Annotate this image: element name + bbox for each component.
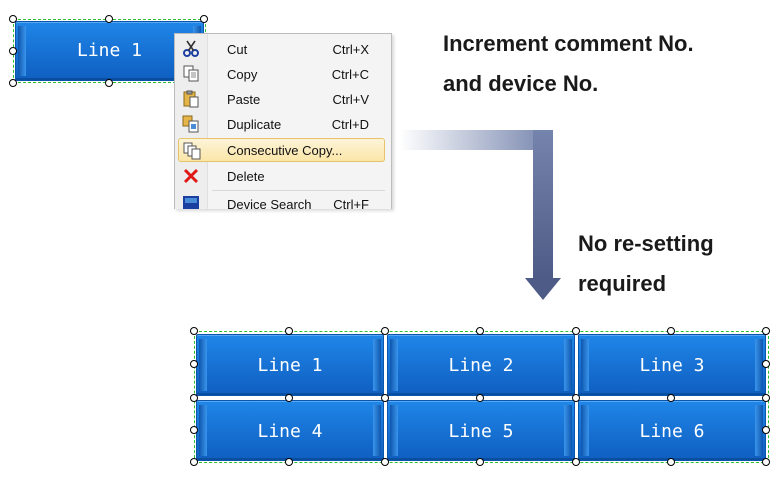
- menu-item-duplicate[interactable]: Duplicate Ctrl+D: [178, 112, 385, 136]
- resize-handle[interactable]: [762, 426, 770, 434]
- resize-handle[interactable]: [200, 15, 208, 23]
- original-line-button-label: Line 1: [76, 40, 143, 61]
- grid-line-button[interactable]: Line 6: [578, 400, 766, 461]
- menu-item-paste[interactable]: Paste Ctrl+V: [178, 87, 385, 111]
- grid-line-button-label: Line 1: [257, 355, 323, 376]
- resize-handle[interactable]: [190, 426, 198, 434]
- menu-item-label: Duplicate: [227, 117, 282, 132]
- consecutive-copy-icon: [183, 142, 201, 160]
- callout-no-resetting-line1: No re-setting: [578, 231, 714, 256]
- callout-increment-line2: and device No.: [443, 71, 599, 96]
- menu-item-label: Copy: [227, 67, 258, 82]
- menu-item-consecutive-copy[interactable]: Consecutive Copy...: [178, 138, 385, 162]
- grid-line-button-label: Line 6: [639, 421, 705, 442]
- menu-item-shortcut: Ctrl+V: [332, 92, 369, 107]
- grid-line-button-label: Line 4: [257, 421, 323, 442]
- menu-item-shortcut: Ctrl+X: [332, 42, 369, 57]
- resize-handle[interactable]: [762, 360, 770, 368]
- resize-handle[interactable]: [476, 458, 484, 466]
- resize-handle[interactable]: [381, 458, 389, 466]
- resize-handle[interactable]: [105, 15, 113, 23]
- callout-increment-line1: Increment comment No.: [443, 31, 694, 56]
- menu-item-label: Delete: [227, 169, 265, 184]
- resize-handle[interactable]: [381, 327, 389, 335]
- grid-line-button[interactable]: Line 2: [387, 334, 575, 396]
- resize-handle[interactable]: [476, 327, 484, 335]
- resize-handle[interactable]: [762, 327, 770, 335]
- resize-handle[interactable]: [190, 327, 198, 335]
- scissors-icon: [183, 40, 199, 57]
- arrow-horizontal-segment: [400, 130, 553, 150]
- resize-handle[interactable]: [667, 327, 675, 335]
- grid-line-button[interactable]: Line 3: [578, 334, 766, 396]
- menu-item-shortcut: Ctrl+D: [331, 117, 369, 132]
- resize-handle[interactable]: [476, 394, 484, 402]
- resize-handle[interactable]: [572, 327, 580, 335]
- menu-item-shortcut: Ctrl+F: [333, 197, 369, 209]
- grid-line-button[interactable]: Line 1: [196, 334, 384, 396]
- resize-handle[interactable]: [381, 394, 389, 402]
- resize-handle[interactable]: [762, 458, 770, 466]
- resize-handle[interactable]: [667, 394, 675, 402]
- resize-handle[interactable]: [105, 79, 113, 87]
- resize-handle[interactable]: [572, 458, 580, 466]
- menu-item-cut[interactable]: Cut Ctrl+X: [178, 37, 385, 61]
- menu-separator: [212, 190, 385, 191]
- resize-handle[interactable]: [9, 47, 17, 55]
- paste-icon: [183, 90, 199, 108]
- resize-handle[interactable]: [572, 394, 580, 402]
- menu-item-device-search[interactable]: Device Search Ctrl+F: [178, 192, 385, 209]
- grid-line-button-label: Line 5: [448, 421, 514, 442]
- grid-line-button[interactable]: Line 5: [387, 400, 575, 461]
- resize-handle[interactable]: [667, 458, 675, 466]
- arrow-head: [525, 278, 561, 300]
- resize-handle[interactable]: [190, 458, 198, 466]
- menu-item-delete[interactable]: Delete: [178, 164, 385, 188]
- device-search-icon: [183, 196, 199, 209]
- callout-increment: Increment comment No. and device No.: [443, 24, 694, 104]
- resize-handle[interactable]: [9, 15, 17, 23]
- grid-line-button-label: Line 3: [639, 355, 705, 376]
- menu-item-copy[interactable]: Copy Ctrl+C: [178, 62, 385, 86]
- menu-item-label: Consecutive Copy...: [227, 143, 343, 158]
- resize-handle[interactable]: [285, 458, 293, 466]
- delete-icon: [183, 168, 199, 184]
- resize-handle[interactable]: [190, 394, 198, 402]
- resize-handle[interactable]: [285, 394, 293, 402]
- resize-handle[interactable]: [9, 79, 17, 87]
- context-menu: Cut Ctrl+X Copy Ctrl+C Paste Ctrl+V Dupl…: [174, 33, 392, 209]
- menu-item-label: Device Search: [227, 197, 312, 209]
- menu-item-label: Cut: [227, 42, 248, 57]
- grid-line-button-label: Line 2: [448, 355, 514, 376]
- copy-icon: [183, 65, 199, 82]
- grid-line-button[interactable]: Line 4: [196, 400, 384, 461]
- menu-item-shortcut: Ctrl+C: [331, 67, 369, 82]
- resize-handle[interactable]: [285, 327, 293, 335]
- arrow-vertical-segment: [533, 130, 553, 278]
- callout-no-resetting-line2: required: [578, 271, 667, 296]
- resize-handle[interactable]: [190, 360, 198, 368]
- menu-item-label: Paste: [227, 92, 261, 107]
- duplicate-icon: [182, 115, 199, 133]
- resize-handle[interactable]: [762, 394, 770, 402]
- callout-no-resetting: No re-setting required: [578, 224, 714, 304]
